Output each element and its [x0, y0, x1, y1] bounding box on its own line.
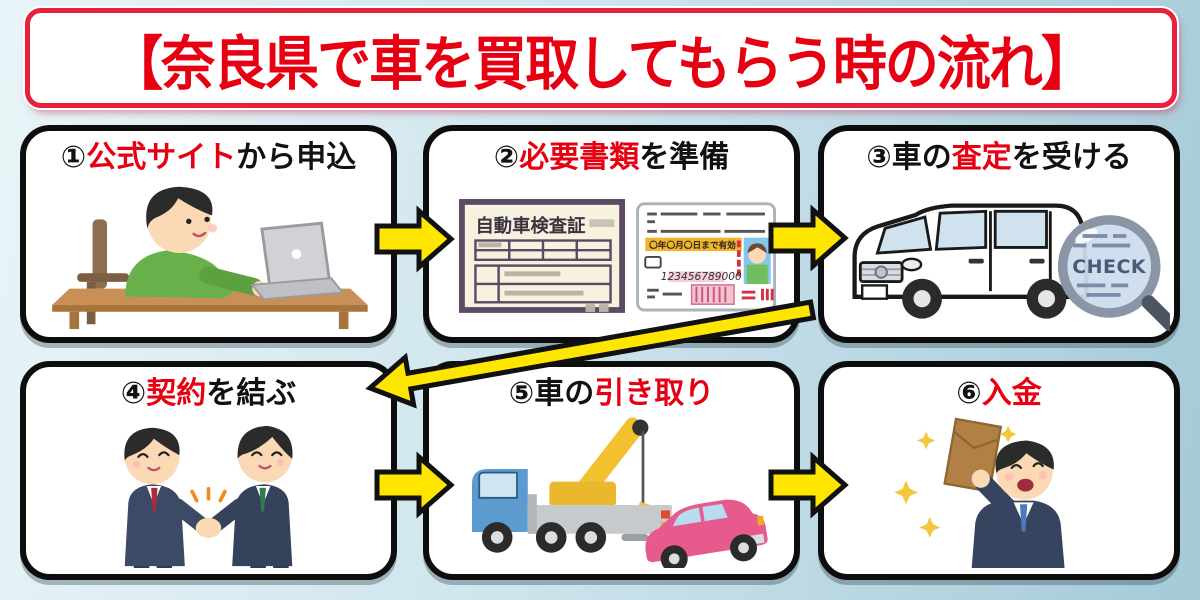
step-5-heading: ⑤車の引き取り	[508, 376, 715, 411]
white-van	[852, 203, 1089, 319]
svg-text:自動車検査証: 自動車検査証	[475, 215, 586, 237]
handshake-hands	[195, 517, 222, 538]
tow-truck-icon	[433, 415, 790, 573]
page-title: 【奈良県で車を買取してもらう時の流れ】	[109, 29, 1095, 98]
person-at-laptop-icon	[30, 179, 387, 331]
step-1-heading: ①公式サイトから申込	[60, 140, 357, 175]
step-4-sign-contract: ④契約を結ぶ	[20, 361, 397, 580]
step-1-apply-official-site: ①公式サイトから申込	[20, 125, 397, 343]
documents-icon: 自動車検査証	[433, 179, 790, 331]
car-check-icon: CHECK	[828, 179, 1179, 333]
step-2-prepare-documents: ②必要書類を準備 自動車検査証	[423, 125, 800, 343]
right-businessman	[206, 425, 293, 568]
svg-text:123456789000: 123456789000	[661, 270, 742, 283]
pink-car	[645, 499, 768, 573]
sparkle-marks	[190, 486, 227, 503]
svg-text:CHECK: CHECK	[1072, 256, 1147, 278]
svg-text:〇年〇月〇日まで有効: 〇年〇月〇日まで有効	[649, 239, 736, 251]
step-6-payment: ⑥入金	[818, 361, 1180, 580]
title-banner: 【奈良県で車を買取してもらう時の流れ】	[25, 8, 1177, 108]
step-4-heading: ④契約を結ぶ	[120, 376, 297, 411]
step-3-heading: ③車の査定を受ける	[866, 140, 1132, 175]
step-3-car-appraisal: ③車の査定を受ける	[818, 125, 1180, 343]
handshake-icon	[30, 415, 387, 568]
happy-man	[971, 440, 1065, 568]
drivers-license: 〇年〇月〇日まで有効 123456789000	[636, 202, 777, 312]
money-envelope-icon	[828, 415, 1170, 568]
person	[125, 186, 268, 299]
step-5-car-pickup: ⑤車の引き取り	[423, 361, 800, 580]
laptop	[250, 221, 345, 301]
left-businessman	[124, 427, 211, 568]
inspection-certificate: 自動車検査証	[459, 199, 626, 313]
sparkle-stars	[894, 425, 1017, 538]
step-2-heading: ②必要書類を準備	[493, 140, 730, 175]
check-magnifier-icon: CHECK	[1057, 215, 1179, 333]
step-6-heading: ⑥入金	[956, 376, 1042, 411]
tow-truck	[472, 417, 672, 553]
